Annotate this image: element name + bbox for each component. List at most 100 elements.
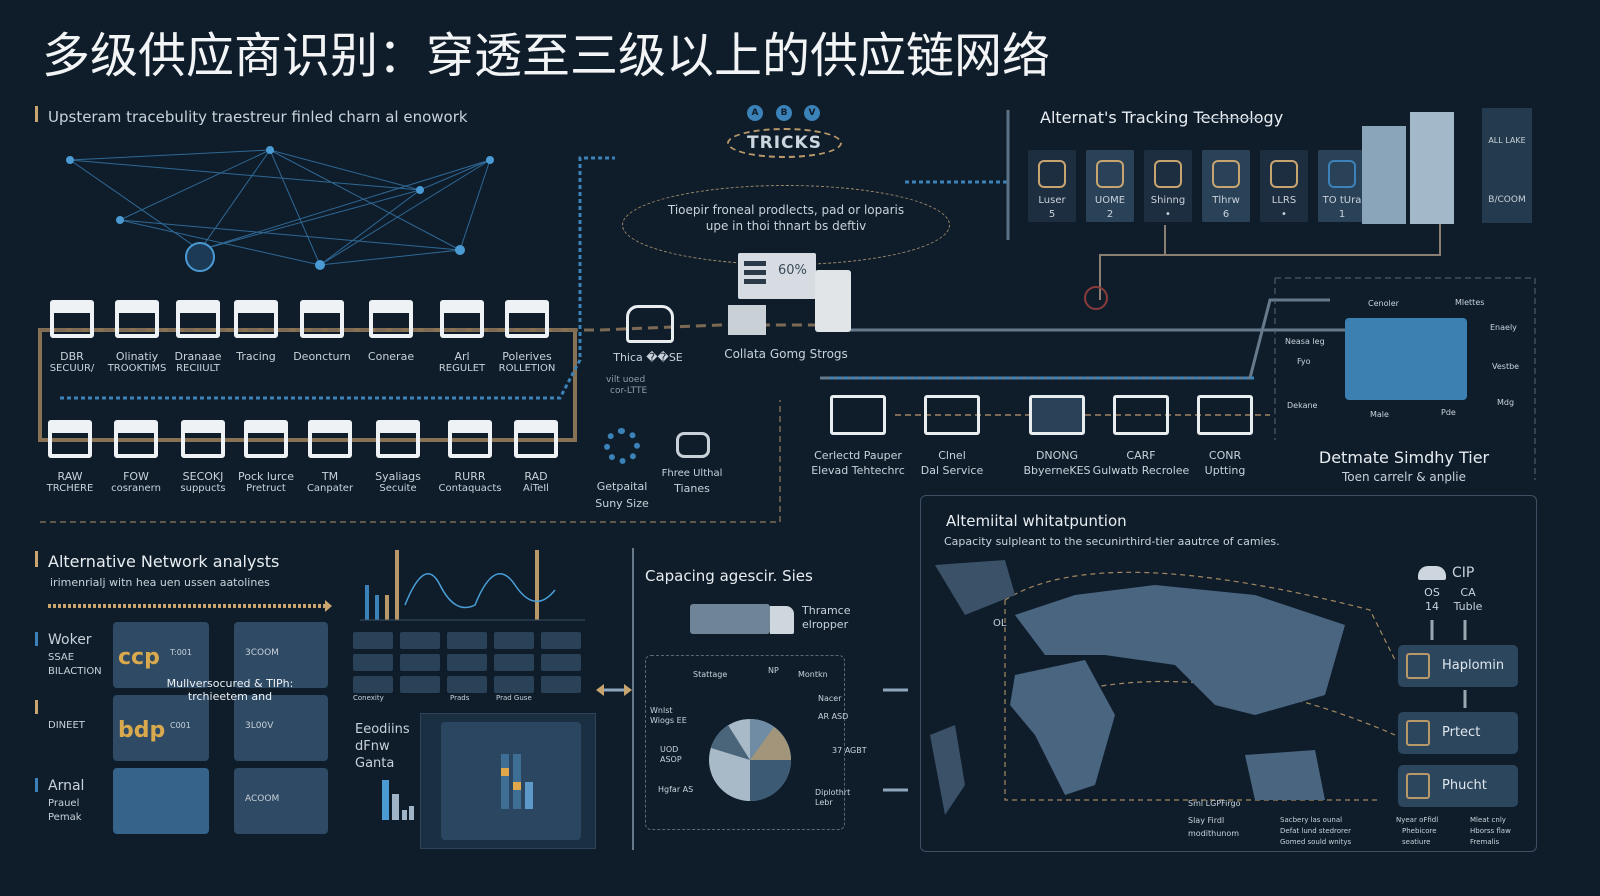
mini-tile — [447, 676, 487, 693]
ca-value: Tuble — [1453, 600, 1483, 613]
section-marker — [35, 106, 38, 122]
flow-label: Phucht — [1442, 778, 1487, 793]
legend-note: Phebicore — [1402, 827, 1437, 835]
process-sublabel: BbyerneKES — [1023, 464, 1091, 477]
map-title: Altemiital whitatpuntion — [946, 512, 1127, 530]
supplier-label: Dranaae — [174, 350, 222, 363]
mini-tile — [541, 654, 581, 671]
network-row-sub: Prauel — [48, 798, 80, 809]
network-card[interactable] — [113, 768, 209, 834]
flow-box[interactable]: Prtect — [1398, 712, 1518, 754]
supplier-icon — [48, 420, 92, 458]
process-sublabel: Uptting — [1204, 464, 1246, 477]
os-label: OS — [1424, 586, 1440, 599]
supplier-sublabel: AiTeIl — [523, 483, 549, 494]
tier-label: Pde — [1441, 408, 1456, 417]
process-icon — [1029, 395, 1085, 435]
tricks-desc-2: upe in thoi thnart bs deftiv — [705, 219, 867, 233]
chart-label: Conexity — [353, 694, 384, 702]
network-card[interactable] — [234, 695, 328, 761]
supplier-icon — [114, 420, 158, 458]
process-label: Clnel — [938, 449, 966, 462]
tier-map — [1345, 318, 1467, 400]
pie-label: Wnlst Wiogs EE — [650, 706, 687, 725]
supplier-label: FOW — [123, 470, 149, 483]
tracking-side-2: B/COOM — [1488, 195, 1526, 205]
divider — [1200, 118, 1260, 119]
network-card[interactable] — [113, 695, 209, 761]
legend-note: seatiure — [1402, 838, 1431, 846]
flow-box[interactable]: Haplomin — [1398, 645, 1518, 687]
vehicle-icon — [676, 432, 710, 458]
network-card[interactable] — [234, 768, 328, 834]
supplier-icon — [300, 300, 344, 338]
map-panel — [920, 495, 1537, 852]
network-row-sub2: BILACTION — [48, 666, 102, 677]
tracking-image — [1362, 126, 1406, 224]
tier-label: Mdg — [1497, 398, 1515, 407]
supplier-sublabel: TROOKTIMS — [107, 363, 167, 374]
flow-label: Haplomin — [1442, 658, 1505, 673]
pie-label: Nacer — [818, 694, 842, 703]
pie-label: UOD ASOP — [660, 745, 682, 764]
supplier-sublabel: Secuite — [379, 483, 417, 494]
supplier-label: RURR — [454, 470, 486, 483]
supplier-icon — [440, 300, 484, 338]
map-subtitle: Capacity sulpleant to the secunirthird-t… — [944, 535, 1280, 548]
supplier-sublabel: SECUUR/ — [49, 363, 95, 374]
note-2: cor-LTTE — [610, 386, 648, 396]
network-card[interactable] — [113, 622, 209, 688]
supplier-label: Polerives — [502, 350, 552, 363]
network-row-sub: DINEET — [48, 720, 85, 731]
mini-tile — [494, 654, 534, 671]
card-code: C001 — [170, 721, 191, 730]
tracking-label: UOME — [1094, 195, 1126, 206]
cloud-icon — [1418, 566, 1446, 580]
legend-item: modithunom — [1188, 829, 1240, 838]
legend-note: Nyear oFfidl — [1396, 816, 1439, 824]
section-marker — [35, 551, 38, 567]
card-value: ACOOM — [245, 794, 280, 804]
supplier-label: Olinatiy — [115, 350, 159, 363]
heatmap-panel — [420, 713, 596, 849]
flow-box[interactable]: Phucht — [1398, 765, 1518, 807]
tracking-image — [1410, 112, 1454, 224]
tracking-label: Luser — [1038, 195, 1066, 206]
network-subtitle: irimenrialj witn hea uen ussen aatolines — [50, 576, 270, 589]
tracking-value: 1 — [1338, 209, 1346, 220]
tracking-side-1: ALL LAKE — [1488, 136, 1526, 145]
pie-label: Diplothrt Lebr — [815, 788, 851, 807]
network-row-sub2: Pemak — [48, 812, 82, 823]
tier-title: Detmate Simdhy Tier — [1318, 448, 1490, 467]
supplier-label: RAD — [524, 470, 548, 483]
supplier-icon — [115, 300, 159, 338]
tracking-value: 6 — [1222, 209, 1230, 220]
process-icon — [830, 395, 886, 435]
mini-tile — [400, 632, 440, 649]
gear-label-1: Getpaital — [596, 480, 648, 493]
network-card[interactable] — [234, 622, 328, 688]
pie-label: Hgfar AS — [658, 785, 694, 794]
row-marker — [35, 700, 38, 714]
supplier-icon — [376, 420, 420, 458]
process-label: CARF — [1126, 449, 1156, 462]
process-label: DNONG — [1035, 449, 1079, 462]
mini-tile — [400, 654, 440, 671]
supplier-label: Deoncturn — [293, 350, 351, 363]
tracking-value: 5 — [1048, 209, 1056, 220]
tracking-icon — [1038, 160, 1066, 188]
tracking-icon — [1212, 160, 1240, 188]
pie-label: Montkn — [798, 670, 828, 679]
supplier-sublabel: REGULET — [438, 363, 486, 374]
tracking-icon — [1328, 160, 1356, 188]
supplier-label: Tracing — [236, 350, 276, 363]
tracking-heading: Alternat's Tracking Technology — [1040, 108, 1284, 127]
supplier-sublabel: cosranern — [111, 483, 161, 494]
tracking-icon — [1096, 160, 1124, 188]
truck-label-1: Thramce — [802, 604, 851, 617]
tracking-value: 2 — [1106, 209, 1114, 220]
pie-label: NP — [768, 666, 779, 675]
mini-tile — [353, 654, 393, 671]
flow-icon — [1406, 653, 1430, 679]
process-label: CONR — [1208, 449, 1242, 462]
